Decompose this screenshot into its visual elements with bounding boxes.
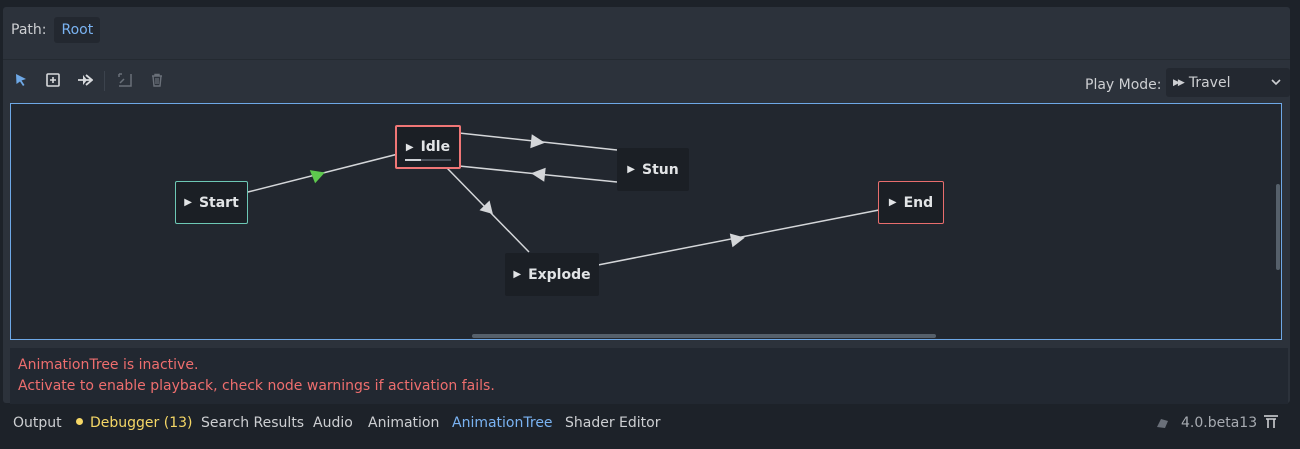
play-icon: ▶ bbox=[184, 197, 192, 208]
path-root-button[interactable]: Root bbox=[54, 17, 101, 43]
node-label: Stun bbox=[641, 161, 679, 178]
node-label: Explode bbox=[528, 266, 591, 283]
trash-icon bbox=[152, 73, 162, 87]
travel-mode-icon: ▶▶ bbox=[1173, 77, 1185, 88]
tab-animation[interactable]: Animation bbox=[368, 415, 440, 431]
play-icon: ▶ bbox=[627, 164, 635, 175]
select-tool-button[interactable] bbox=[10, 69, 32, 91]
tab-audio[interactable]: Audio bbox=[313, 415, 353, 431]
bottom-panel-tabs: Output Debugger (13) Search Results Audi… bbox=[0, 406, 1300, 440]
connect-tool-button[interactable] bbox=[74, 69, 96, 91]
create-node-tool-button[interactable] bbox=[42, 69, 64, 91]
tab-debugger[interactable]: Debugger (13) bbox=[76, 415, 192, 431]
state-node-start[interactable]: ▶ Start bbox=[175, 181, 248, 224]
connect-transition-icon bbox=[78, 74, 93, 86]
play-mode-select[interactable]: ▶▶ Travel bbox=[1166, 68, 1290, 97]
pointer-arrow-icon bbox=[16, 74, 26, 86]
toolbar-separator bbox=[104, 71, 105, 91]
transition-stun-to-idle[interactable] bbox=[458, 165, 618, 183]
auto-triangle-icon bbox=[118, 73, 132, 87]
add-node-icon bbox=[46, 73, 60, 87]
state-node-idle[interactable]: ▶ Idle bbox=[395, 125, 461, 169]
auto-triangles-tool-button[interactable] bbox=[114, 69, 136, 91]
tab-animation-tree[interactable]: AnimationTree bbox=[452, 415, 553, 431]
play-mode-label: Play Mode: bbox=[1085, 77, 1162, 93]
erase-tool-button[interactable] bbox=[146, 69, 168, 91]
divider bbox=[3, 59, 1290, 60]
transition-explode-to-end[interactable] bbox=[597, 209, 880, 266]
version-label: 4.0.beta13 bbox=[1181, 415, 1258, 431]
vertical-scrollbar[interactable] bbox=[1276, 184, 1280, 270]
transition-start-to-idle[interactable] bbox=[247, 153, 399, 193]
path-label: Path: bbox=[11, 22, 47, 38]
warning-line-2: Activate to enable playback, check node … bbox=[18, 378, 495, 394]
state-node-stun[interactable]: ▶ Stun bbox=[617, 148, 689, 191]
version-update-icon[interactable] bbox=[1156, 417, 1170, 429]
tab-shader-editor[interactable]: Shader Editor bbox=[565, 415, 661, 431]
play-icon: ▶ bbox=[513, 269, 522, 280]
transition-links bbox=[247, 132, 880, 266]
horizontal-scrollbar[interactable] bbox=[472, 334, 936, 338]
state-machine-graph[interactable]: ▶ Start ▶ Idle ▶ Stun ▶ End ▶ Explode bbox=[10, 103, 1282, 340]
playback-progress-bar bbox=[405, 159, 451, 161]
transition-idle-to-stun[interactable] bbox=[458, 132, 618, 151]
debugger-warning-dot-icon bbox=[76, 418, 83, 425]
state-node-end[interactable]: ▶ End bbox=[878, 181, 944, 224]
animation-tree-editor: Path: Root Play Mode: ▶▶ Travel bbox=[3, 7, 1290, 404]
chevron-down-icon bbox=[1271, 79, 1281, 86]
transition-explode-to-idle[interactable] bbox=[446, 167, 530, 253]
inactive-warning-panel: AnimationTree is inactive. Activate to e… bbox=[10, 348, 1288, 404]
expand-bottom-panel-icon[interactable] bbox=[1263, 415, 1279, 429]
node-label: Idle bbox=[420, 139, 451, 155]
warning-line-1: AnimationTree is inactive. bbox=[18, 357, 199, 373]
tab-debugger-label: Debugger (13) bbox=[90, 415, 193, 431]
playback-progress-fill bbox=[405, 159, 422, 161]
node-label: Start bbox=[198, 194, 239, 211]
tab-output[interactable]: Output bbox=[13, 415, 62, 431]
node-label: End bbox=[903, 194, 934, 211]
play-mode-value: Travel bbox=[1188, 74, 1231, 91]
state-node-explode[interactable]: ▶ Explode bbox=[505, 253, 599, 296]
play-icon: ▶ bbox=[888, 197, 897, 208]
tab-search-results[interactable]: Search Results bbox=[201, 415, 305, 431]
toolbar: Play Mode: ▶▶ Travel bbox=[3, 63, 1290, 97]
path-bar: Path: Root bbox=[3, 7, 1290, 53]
play-icon: ▶ bbox=[405, 141, 414, 153]
